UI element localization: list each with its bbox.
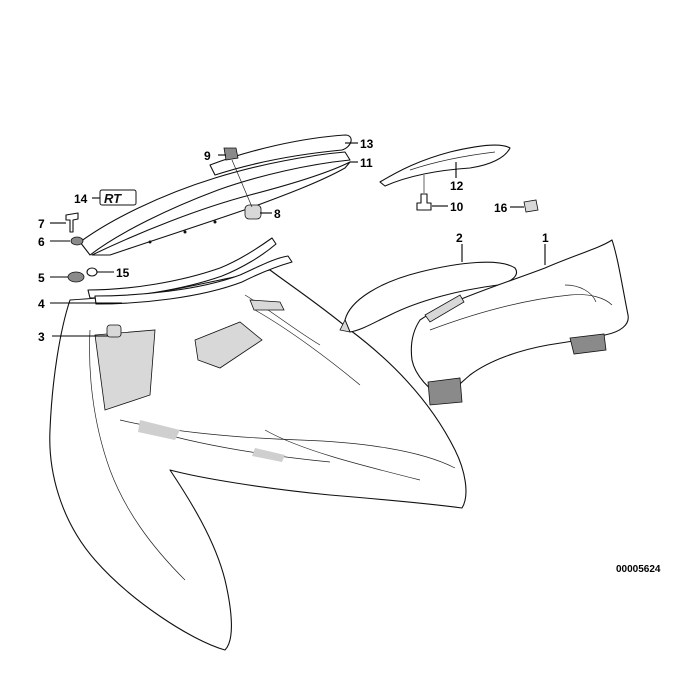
fairing-body	[49, 269, 467, 651]
leader-lines	[50, 142, 546, 337]
callout-3: 3	[38, 330, 45, 344]
callout-9: 9	[204, 149, 211, 163]
callout-11: 11	[360, 156, 373, 170]
side-panel-left	[339, 261, 517, 333]
callout-14: 14	[74, 192, 88, 206]
callout-8: 8	[274, 207, 281, 221]
trim-rail	[87, 237, 293, 305]
callout-12: 12	[450, 179, 464, 193]
callout-5: 5	[38, 271, 45, 285]
callout-1: 1	[542, 231, 549, 245]
callout-10: 10	[450, 200, 464, 214]
grommet-3	[106, 324, 122, 338]
screw-7	[65, 212, 79, 233]
plug-9	[223, 147, 239, 161]
clip-16	[523, 199, 539, 213]
callouts: 1 2 3 4 5 6 7 8 9 10 11 12 13 14 15 16	[38, 137, 549, 344]
reference-code: 00005624	[616, 564, 661, 575]
callout-13: 13	[360, 137, 374, 151]
callout-6: 6	[38, 235, 45, 249]
rubber-8	[244, 204, 262, 220]
side-panel-right	[410, 239, 629, 406]
screw-10	[416, 193, 432, 211]
washer-6	[70, 236, 84, 246]
emblem-text: RT	[104, 191, 122, 206]
callout-2: 2	[456, 231, 463, 245]
windshield-frame	[79, 134, 352, 256]
callout-15: 15	[116, 266, 130, 280]
callout-4: 4	[38, 297, 45, 311]
hardware: RT	[65, 147, 539, 338]
mirror-bracket	[379, 144, 511, 187]
nut-15	[86, 267, 98, 277]
callout-16: 16	[494, 201, 508, 215]
clip-5	[67, 271, 85, 283]
callout-7: 7	[38, 217, 45, 231]
rt-emblem: RT	[99, 189, 137, 206]
